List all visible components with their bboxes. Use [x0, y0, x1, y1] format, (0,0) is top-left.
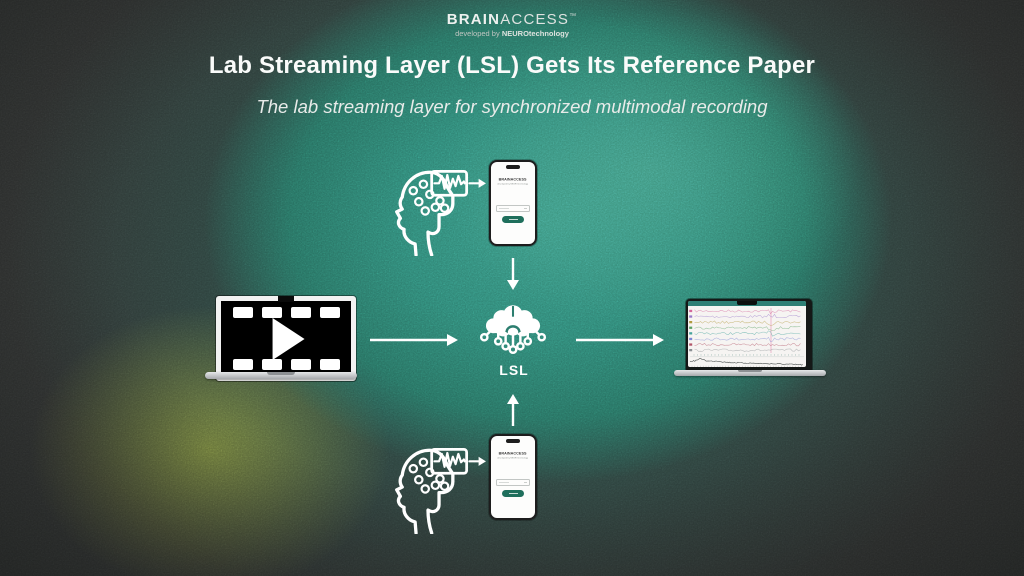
page-title: Lab Streaming Layer (LSL) Gets Its Refer…	[208, 52, 816, 79]
eeg-plot	[689, 308, 804, 367]
laptop-eeg-base	[674, 369, 826, 376]
waveform-box	[430, 169, 469, 197]
electrode-dots	[408, 457, 450, 494]
laptop-camera-notch	[737, 301, 757, 305]
arrow-head-to-phone-icon	[468, 178, 486, 188]
laptop-camera-notch	[278, 296, 294, 302]
arrow-top-phone-to-lsl	[507, 258, 519, 290]
lsl-brain-circuit-icon	[479, 305, 547, 355]
logo-brain-text: BRAIN	[446, 11, 501, 28]
phone-app-tagline: developed by NEUROtechnology	[497, 182, 529, 186]
play-icon	[272, 317, 305, 360]
electrode-dots	[408, 179, 450, 216]
brand-logo-tagline: developed by NEUROtechnology	[0, 28, 1024, 38]
eeg-head-source-icon-top	[395, 169, 486, 256]
logo-tagline-brand: NEUROtechnology	[501, 28, 569, 38]
logo-access-text: ACCESS	[500, 11, 570, 28]
arrow-video-to-lsl	[370, 334, 458, 346]
lsl-label: LSL	[499, 362, 529, 378]
head-profile-outline	[395, 448, 455, 534]
waveform-icon	[433, 451, 466, 468]
circuit-legs	[479, 328, 547, 355]
phone-app-brand: BRAINACCESS	[499, 451, 527, 456]
phone-notch	[506, 439, 520, 443]
laptop-eeg-screen	[686, 299, 812, 373]
brain-cloud	[485, 305, 541, 337]
arrow-bottom-phone-to-lsl	[507, 394, 519, 426]
phone-connect-button	[502, 216, 524, 223]
logo-trademark: ™	[569, 13, 578, 20]
phone-device-select-field	[496, 478, 530, 486]
arrow-head-to-phone-icon	[468, 456, 486, 466]
phone-device-select-field	[496, 204, 530, 212]
phone-mockup-top: BRAINACCESS developed by NEUROtechnology	[489, 160, 537, 246]
arrow-lsl-to-recorder	[576, 334, 664, 346]
brain-detail-lines	[505, 306, 521, 334]
eeg-recording-app	[688, 301, 806, 367]
phone-app-tagline: developed by NEUROtechnology	[497, 456, 529, 460]
waveform-box	[430, 447, 469, 475]
phone-connect-button	[502, 490, 524, 497]
page-subtitle: The lab streaming layer for synchronized…	[256, 96, 768, 117]
laptop-video-base	[205, 371, 357, 379]
logo-tagline-prefix: developed by	[455, 28, 500, 38]
laptop-video-screen	[216, 296, 356, 381]
phone-mockup-bottom: BRAINACCESS developed by NEUROtechnology	[489, 434, 537, 520]
head-profile-outline	[395, 170, 455, 256]
eeg-head-source-icon-bottom	[395, 447, 486, 534]
phone-app-brand: BRAINACCESS	[499, 177, 527, 182]
brand-logo: BRAINACCESS™ developed by NEUROtechnolog…	[0, 11, 1024, 38]
waveform-icon	[433, 173, 466, 190]
phone-notch	[506, 165, 520, 169]
brand-logo-wordmark: BRAINACCESS™	[0, 11, 1024, 29]
